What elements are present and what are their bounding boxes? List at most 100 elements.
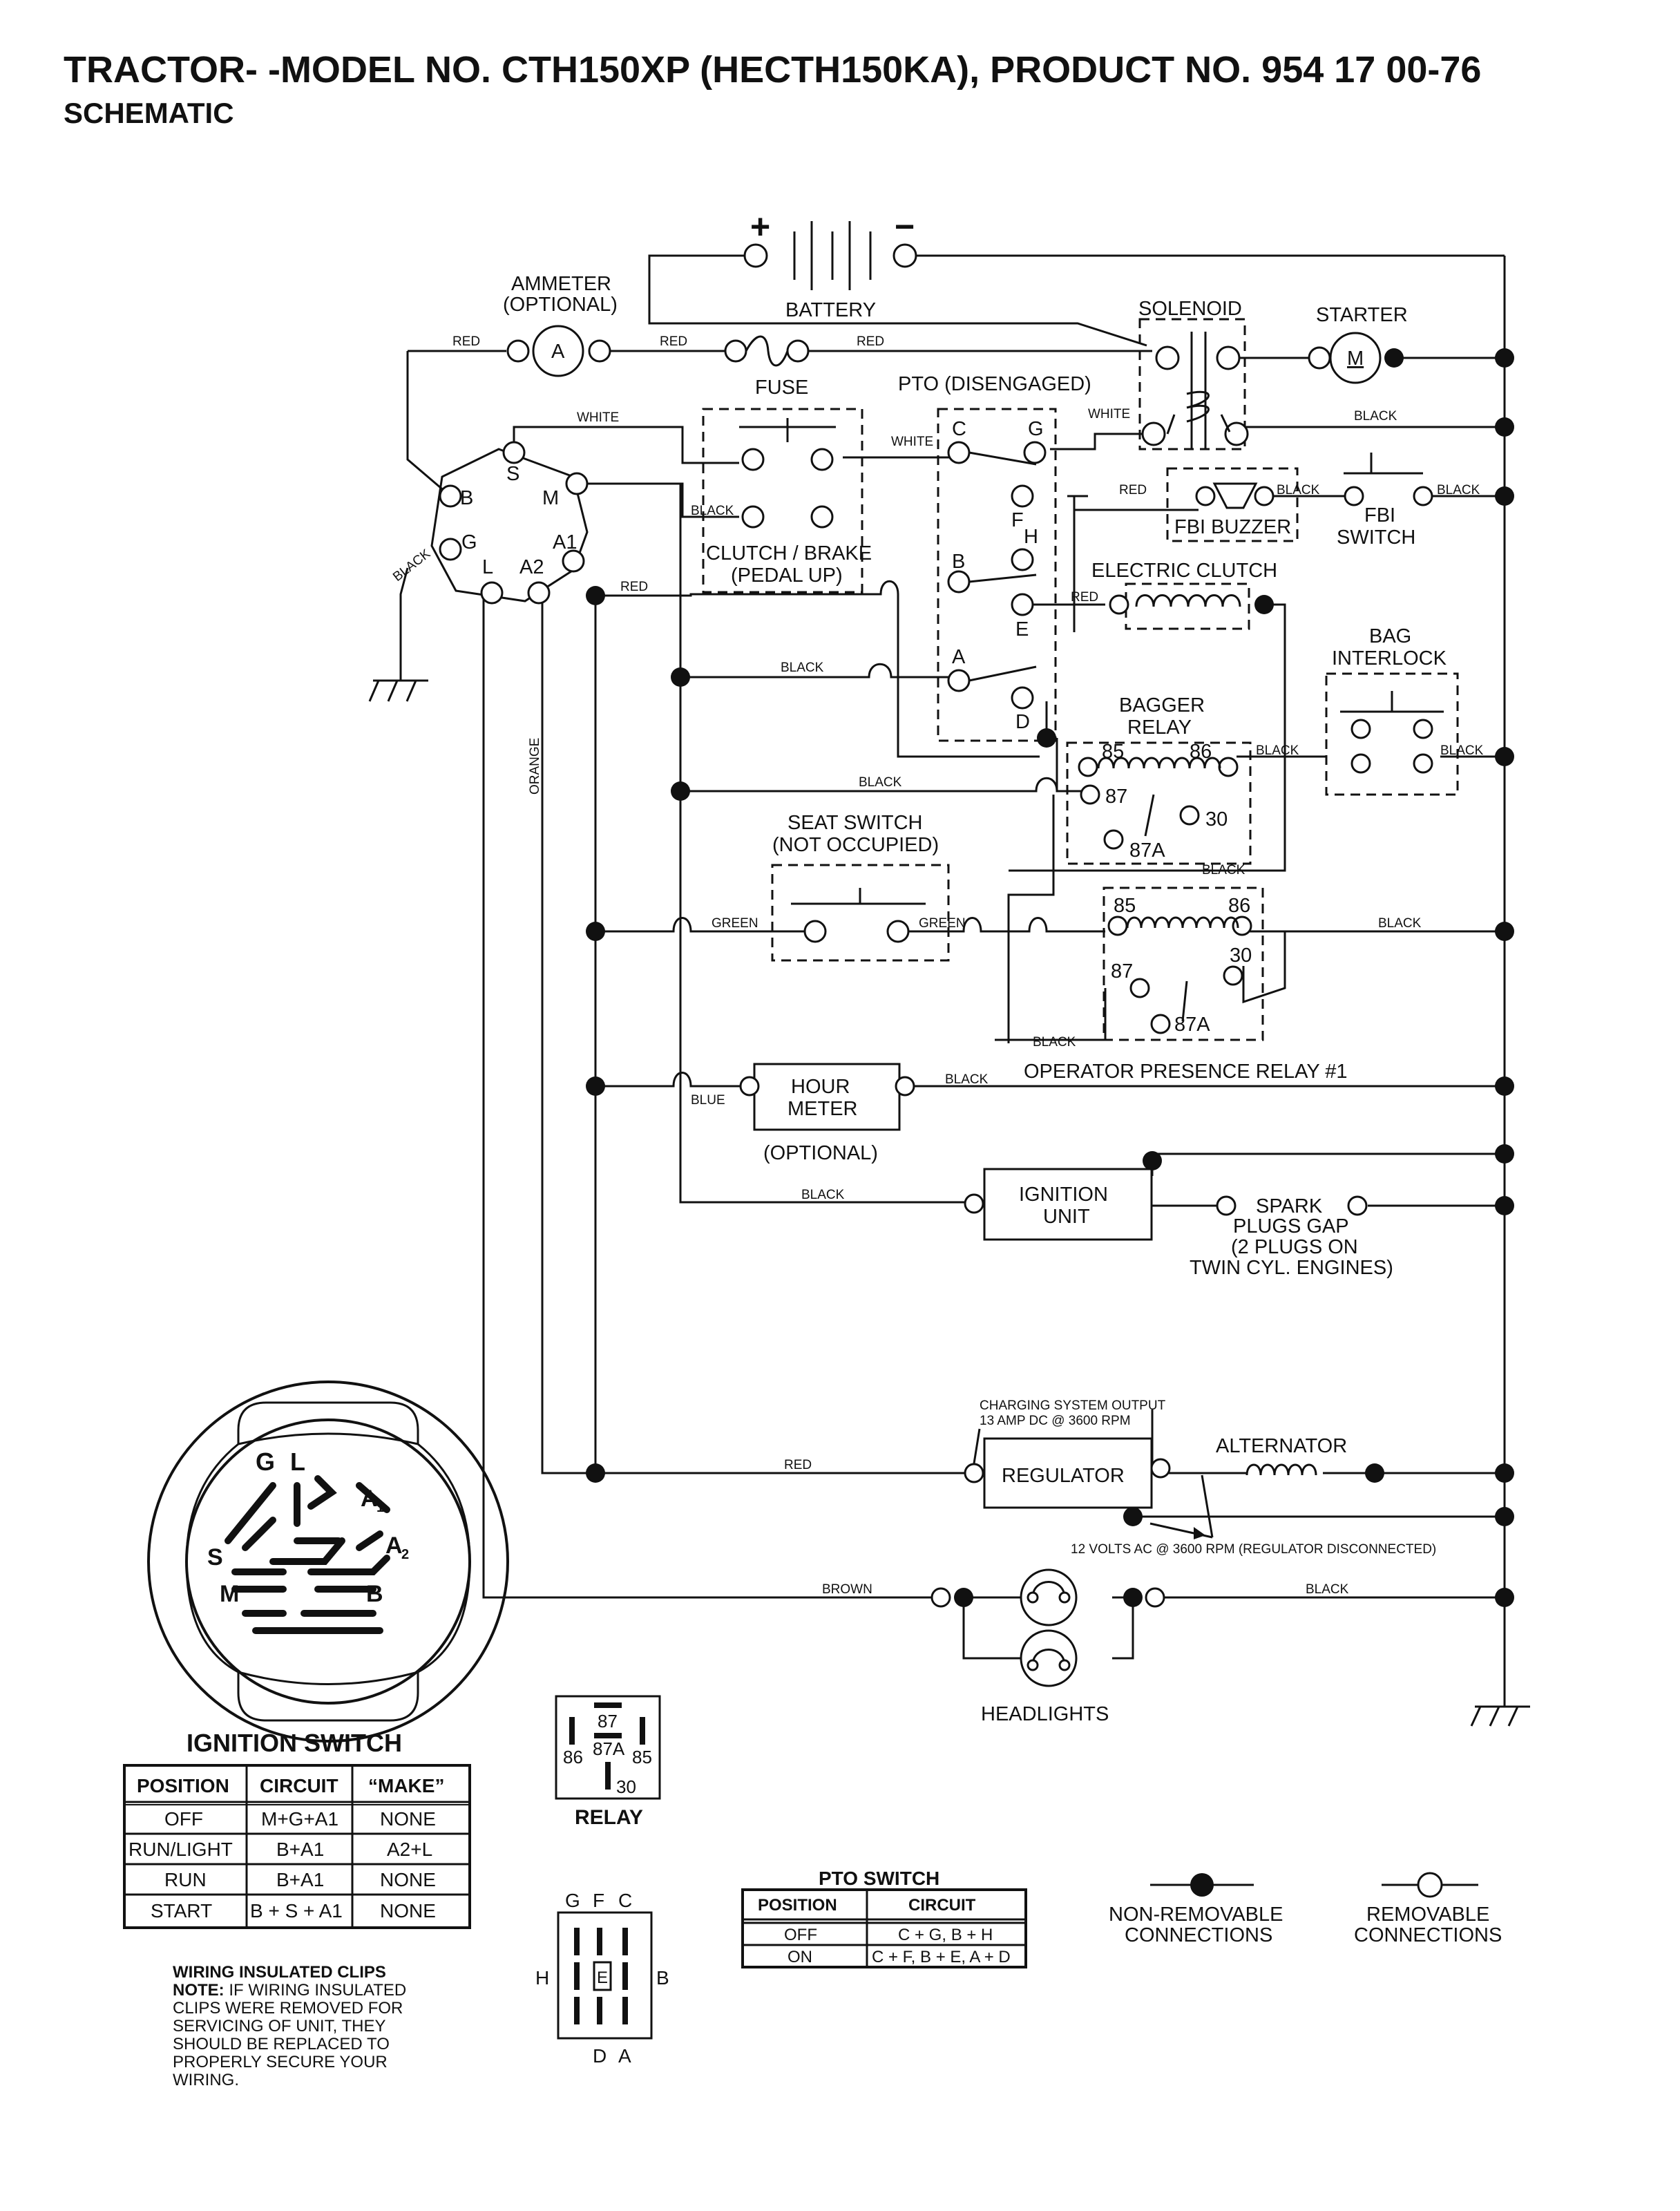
headlights: HEADLIGHTS: [930, 1568, 1165, 1725]
spark-label: SPARK: [1256, 1195, 1323, 1217]
ignition-table-header-position: POSITION: [137, 1775, 229, 1796]
wire-black-label: BLACK: [781, 661, 824, 675]
clutch-brake-switch: CLUTCH / BRAKE (PEDAL UP): [702, 408, 872, 594]
bagger-relay: 85 86 87 30 87A BAGGER RELAY: [1066, 694, 1252, 865]
ignition-table-cell: RUN/LIGHT: [128, 1839, 233, 1860]
op-pin-30: 30: [1230, 945, 1252, 967]
pto-pinout-C: C: [618, 1890, 632, 1911]
notes-heading: WIRING INSULATED CLIPS: [173, 1963, 386, 1982]
pto-label: PTO (DISENGAGED): [898, 373, 1091, 395]
wire-black-label: BLACK: [1354, 409, 1397, 424]
starter-label: STARTER: [1316, 304, 1408, 326]
charging-output-label: CHARGING SYSTEM OUTPUT: [980, 1398, 1166, 1413]
notes-line: SHOULD BE REPLACED TO: [173, 2035, 390, 2053]
headlights-label: HEADLIGHTS: [981, 1703, 1109, 1725]
regulator-voltage-label: 12 VOLTS AC @ 3600 RPM (REGULATOR DISCON…: [1071, 1542, 1436, 1557]
legend-removable: REMOVABLE: [1366, 1904, 1489, 1926]
legend-removable-connections: CONNECTIONS: [1354, 1924, 1502, 1946]
fuse: FUSE: [724, 335, 810, 399]
wire-black-label: BLACK: [1033, 1035, 1076, 1050]
fbi-buzzer-label: FBI BUZZER: [1174, 516, 1291, 538]
charging-amp-label: 13 AMP DC @ 3600 RPM: [980, 1414, 1131, 1428]
ignition-table-cell: START: [151, 1900, 212, 1921]
face-label-A1: A: [361, 1486, 378, 1512]
non-removable-connection-icon: [1190, 1873, 1214, 1897]
pto-pinout-H: H: [535, 1967, 549, 1989]
wires: [399, 254, 1506, 1707]
op-pin-85: 85: [1114, 895, 1136, 917]
face-label-A2-sub: 2: [401, 1547, 409, 1562]
face-label-B: B: [366, 1581, 383, 1607]
pto-table-cell: C + F, B + E, A + D: [872, 1948, 1011, 1966]
pto-switch-table: PTO SWITCH POSITION CIRCUIT OFF C + G, B…: [741, 1868, 1027, 1968]
relay-pin-87: 87: [598, 1711, 618, 1731]
removable-connection-icon: [1417, 1872, 1443, 1898]
regulator-label: REGULATOR: [1002, 1465, 1125, 1487]
plus-icon: +: [750, 207, 770, 246]
minus-icon: −: [895, 207, 915, 246]
spark-plugs-label: (2 PLUGS ON: [1231, 1236, 1358, 1258]
wire-white-label: WHITE: [1088, 407, 1130, 421]
pto-table-header-circuit: CIRCUIT: [908, 1896, 976, 1915]
fbi-switch: FBI SWITCH: [1337, 453, 1433, 549]
face-label-L: L: [290, 1448, 305, 1476]
wire-black-label: BLACK: [945, 1072, 989, 1087]
bag-interlock: BAG INTERLOCK: [1325, 625, 1459, 796]
solenoid-label: SOLENOID: [1138, 298, 1242, 320]
bagger-pin-30: 30: [1205, 808, 1228, 831]
pedal-up-label: (PEDAL UP): [731, 564, 843, 587]
pto-pinout-G: G: [565, 1890, 580, 1911]
fbi-switch-label: SWITCH: [1337, 526, 1415, 549]
wire-red-label: RED: [1119, 483, 1147, 497]
hour-meter: HOUR METER (OPTIONAL): [739, 1063, 915, 1164]
ignition-table-header-circuit: CIRCUIT: [260, 1775, 338, 1796]
op-pin-86: 86: [1228, 895, 1250, 917]
clutch-brake-label: CLUTCH / BRAKE: [706, 542, 872, 564]
electric-clutch: ELECTRIC CLUTCH: [1091, 560, 1277, 630]
pto-pin-H: H: [1024, 526, 1038, 548]
operator-relay-label: OPERATOR PRESENCE RELAY #1: [1024, 1061, 1347, 1083]
ignition-table-cell: B+A1: [276, 1869, 324, 1890]
pin-L: L: [482, 556, 493, 578]
face-label-M: M: [220, 1581, 239, 1607]
wire-black-label: BLACK: [390, 547, 433, 585]
relay-pinout: 87 87A 86 85 30 RELAY: [555, 1695, 661, 1829]
page-subtitle: SCHEMATIC: [64, 97, 234, 129]
face-label-G: G: [256, 1448, 275, 1476]
relay-pin-85: 85: [632, 1747, 652, 1767]
pto-table-cell: C + G, B + H: [898, 1926, 993, 1944]
bag-label: BAG: [1369, 625, 1411, 647]
interlock-label: INTERLOCK: [1332, 647, 1447, 670]
wire-orange-label: ORANGE: [528, 738, 542, 795]
notes-line: PROPERLY SECURE YOUR: [173, 2053, 388, 2071]
wire-blue-label: BLUE: [691, 1093, 725, 1108]
pto-pin-E: E: [1015, 618, 1029, 640]
wire-black-label: BLACK: [1256, 743, 1299, 758]
fuse-label: FUSE: [755, 377, 808, 399]
face-label-S: S: [207, 1544, 223, 1571]
relay-pin-86: 86: [563, 1747, 583, 1767]
wire-labels: RED RED RED WHITE WHITE WHITE BLACK BLAC…: [390, 334, 1483, 1597]
not-occupied-label: (NOT OCCUPIED): [772, 834, 939, 856]
notes-label: NOTE:: [173, 1981, 225, 2000]
operator-presence-relay: 85 86 87 30 87A OPERATOR PRESENCE RELAY …: [1024, 886, 1347, 1083]
relay-label: RELAY: [575, 1806, 643, 1829]
pto-switch-schematic: C G F H B E A D PTO (DISENGAGED): [898, 373, 1091, 748]
ignition-table-cell: M+G+A1: [261, 1808, 338, 1830]
wire-red-label: RED: [857, 334, 884, 349]
pto-pin-F: F: [1011, 509, 1024, 531]
ignition-switch-title: IGNITION SWITCH: [187, 1729, 402, 1757]
pin-M: M: [542, 487, 559, 509]
seat-switch-label: SEAT SWITCH: [788, 812, 923, 834]
bagger-label: BAGGER: [1119, 694, 1205, 717]
bagger-relay-label: RELAY: [1127, 717, 1192, 739]
relay-pin-87a: 87A: [593, 1738, 625, 1759]
op-pin-87: 87: [1111, 960, 1133, 983]
solenoid: SOLENOID: [1138, 298, 1249, 450]
junction-dots: [586, 348, 1514, 1607]
wire-red-label: RED: [784, 1458, 812, 1472]
electric-clutch-label: ELECTRIC CLUTCH: [1091, 560, 1277, 582]
bagger-pin-87a: 87A: [1129, 839, 1165, 862]
pin-B: B: [460, 487, 473, 509]
ignition-table-header-make: “MAKE”: [368, 1775, 444, 1796]
